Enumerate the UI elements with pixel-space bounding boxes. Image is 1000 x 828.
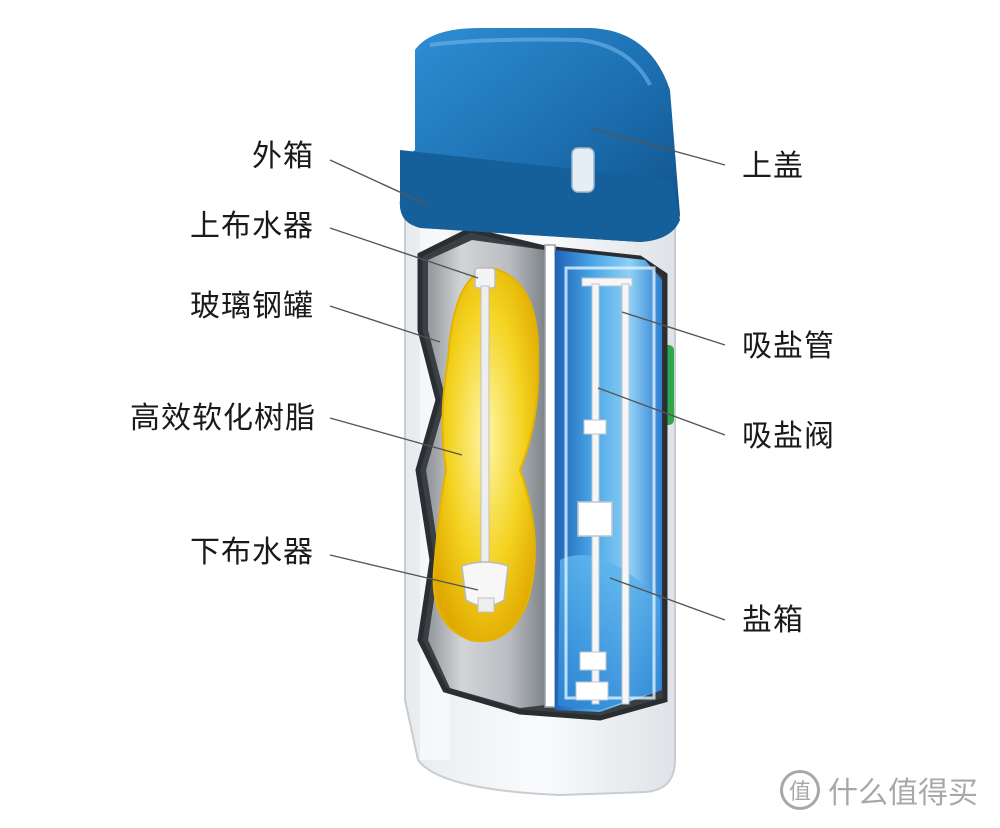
label-top-cover: 上盖: [742, 149, 804, 184]
divider-wall: [544, 244, 556, 708]
label-frp-tank: 玻璃钢罐: [190, 289, 314, 324]
label-resin: 高效软化树脂: [130, 401, 316, 436]
cover-latch: [571, 147, 595, 193]
watermark: 值 什么值得买: [780, 768, 978, 812]
top-cover: [399, 28, 680, 242]
brine-pipe: [575, 277, 633, 705]
label-salt-box: 盐箱: [742, 603, 804, 638]
watermark-logo-icon: 值: [780, 770, 820, 810]
leader-lines: [329, 127, 726, 621]
watermark-text: 什么值得买: [828, 776, 978, 811]
label-brine-pipe: 吸盐管: [742, 329, 835, 364]
label-brine-valve: 吸盐阀: [742, 419, 835, 454]
distributor-tube: [461, 267, 509, 613]
label-upper-distributor: 上布水器: [190, 209, 314, 244]
salt-box: [555, 250, 662, 712]
label-outer-box: 外箱: [252, 139, 314, 174]
label-lower-distributor: 下布水器: [190, 535, 314, 570]
